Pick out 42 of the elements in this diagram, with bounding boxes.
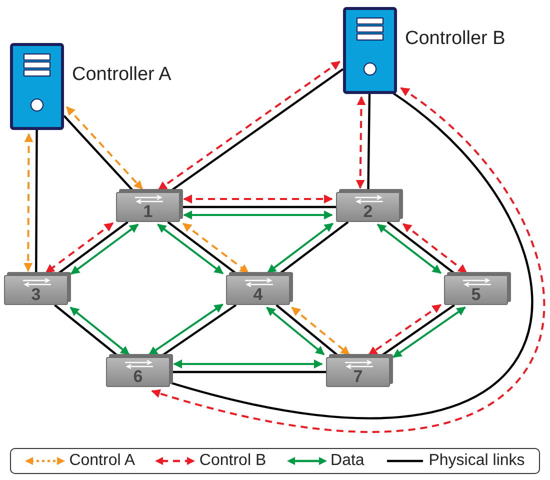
double-arrow	[70, 306, 130, 356]
double-arrow	[402, 223, 468, 274]
double-arrow	[267, 222, 334, 274]
double-arrow	[183, 210, 333, 220]
double-arrow	[148, 304, 224, 356]
double-arrow	[291, 306, 350, 356]
switch-number: 4	[253, 286, 263, 304]
network-switch	[106, 357, 170, 387]
double-arrow	[66, 106, 144, 190]
link-line	[180, 206, 336, 208]
link-line	[35, 130, 38, 275]
double-arrow	[183, 194, 333, 204]
double-arrow	[368, 304, 442, 356]
double-arrow	[70, 224, 139, 275]
link-line	[170, 370, 326, 374]
legend-label: Control A	[69, 451, 136, 471]
network-switch	[4, 275, 68, 305]
double-arrow	[173, 360, 323, 368]
network-switch	[326, 357, 390, 387]
switch-number: 6	[133, 368, 143, 386]
switch-number: 1	[143, 203, 153, 221]
double-arrow	[356, 96, 366, 189]
controller-label: Controller B	[405, 27, 506, 51]
switch-number: 7	[353, 368, 363, 386]
double-arrow	[24, 133, 34, 272]
switch-number: 2	[363, 203, 373, 221]
double-arrow	[266, 306, 325, 356]
network-switch	[444, 275, 508, 305]
legend-label: Physical links	[428, 451, 525, 471]
network-switch	[336, 192, 400, 222]
double-arrow	[157, 224, 224, 274]
controller-label: Controller A	[72, 63, 172, 87]
double-arrow	[45, 222, 114, 274]
legend-label: Data	[330, 451, 364, 471]
network-switch	[116, 192, 180, 222]
double-arrow	[182, 222, 249, 274]
network-switch	[226, 275, 290, 305]
legend-label: Control B	[199, 451, 266, 471]
switch-number: 5	[471, 286, 481, 304]
switch-number: 3	[31, 286, 41, 304]
double-arrow	[376, 224, 442, 274]
double-arrow	[392, 306, 466, 358]
